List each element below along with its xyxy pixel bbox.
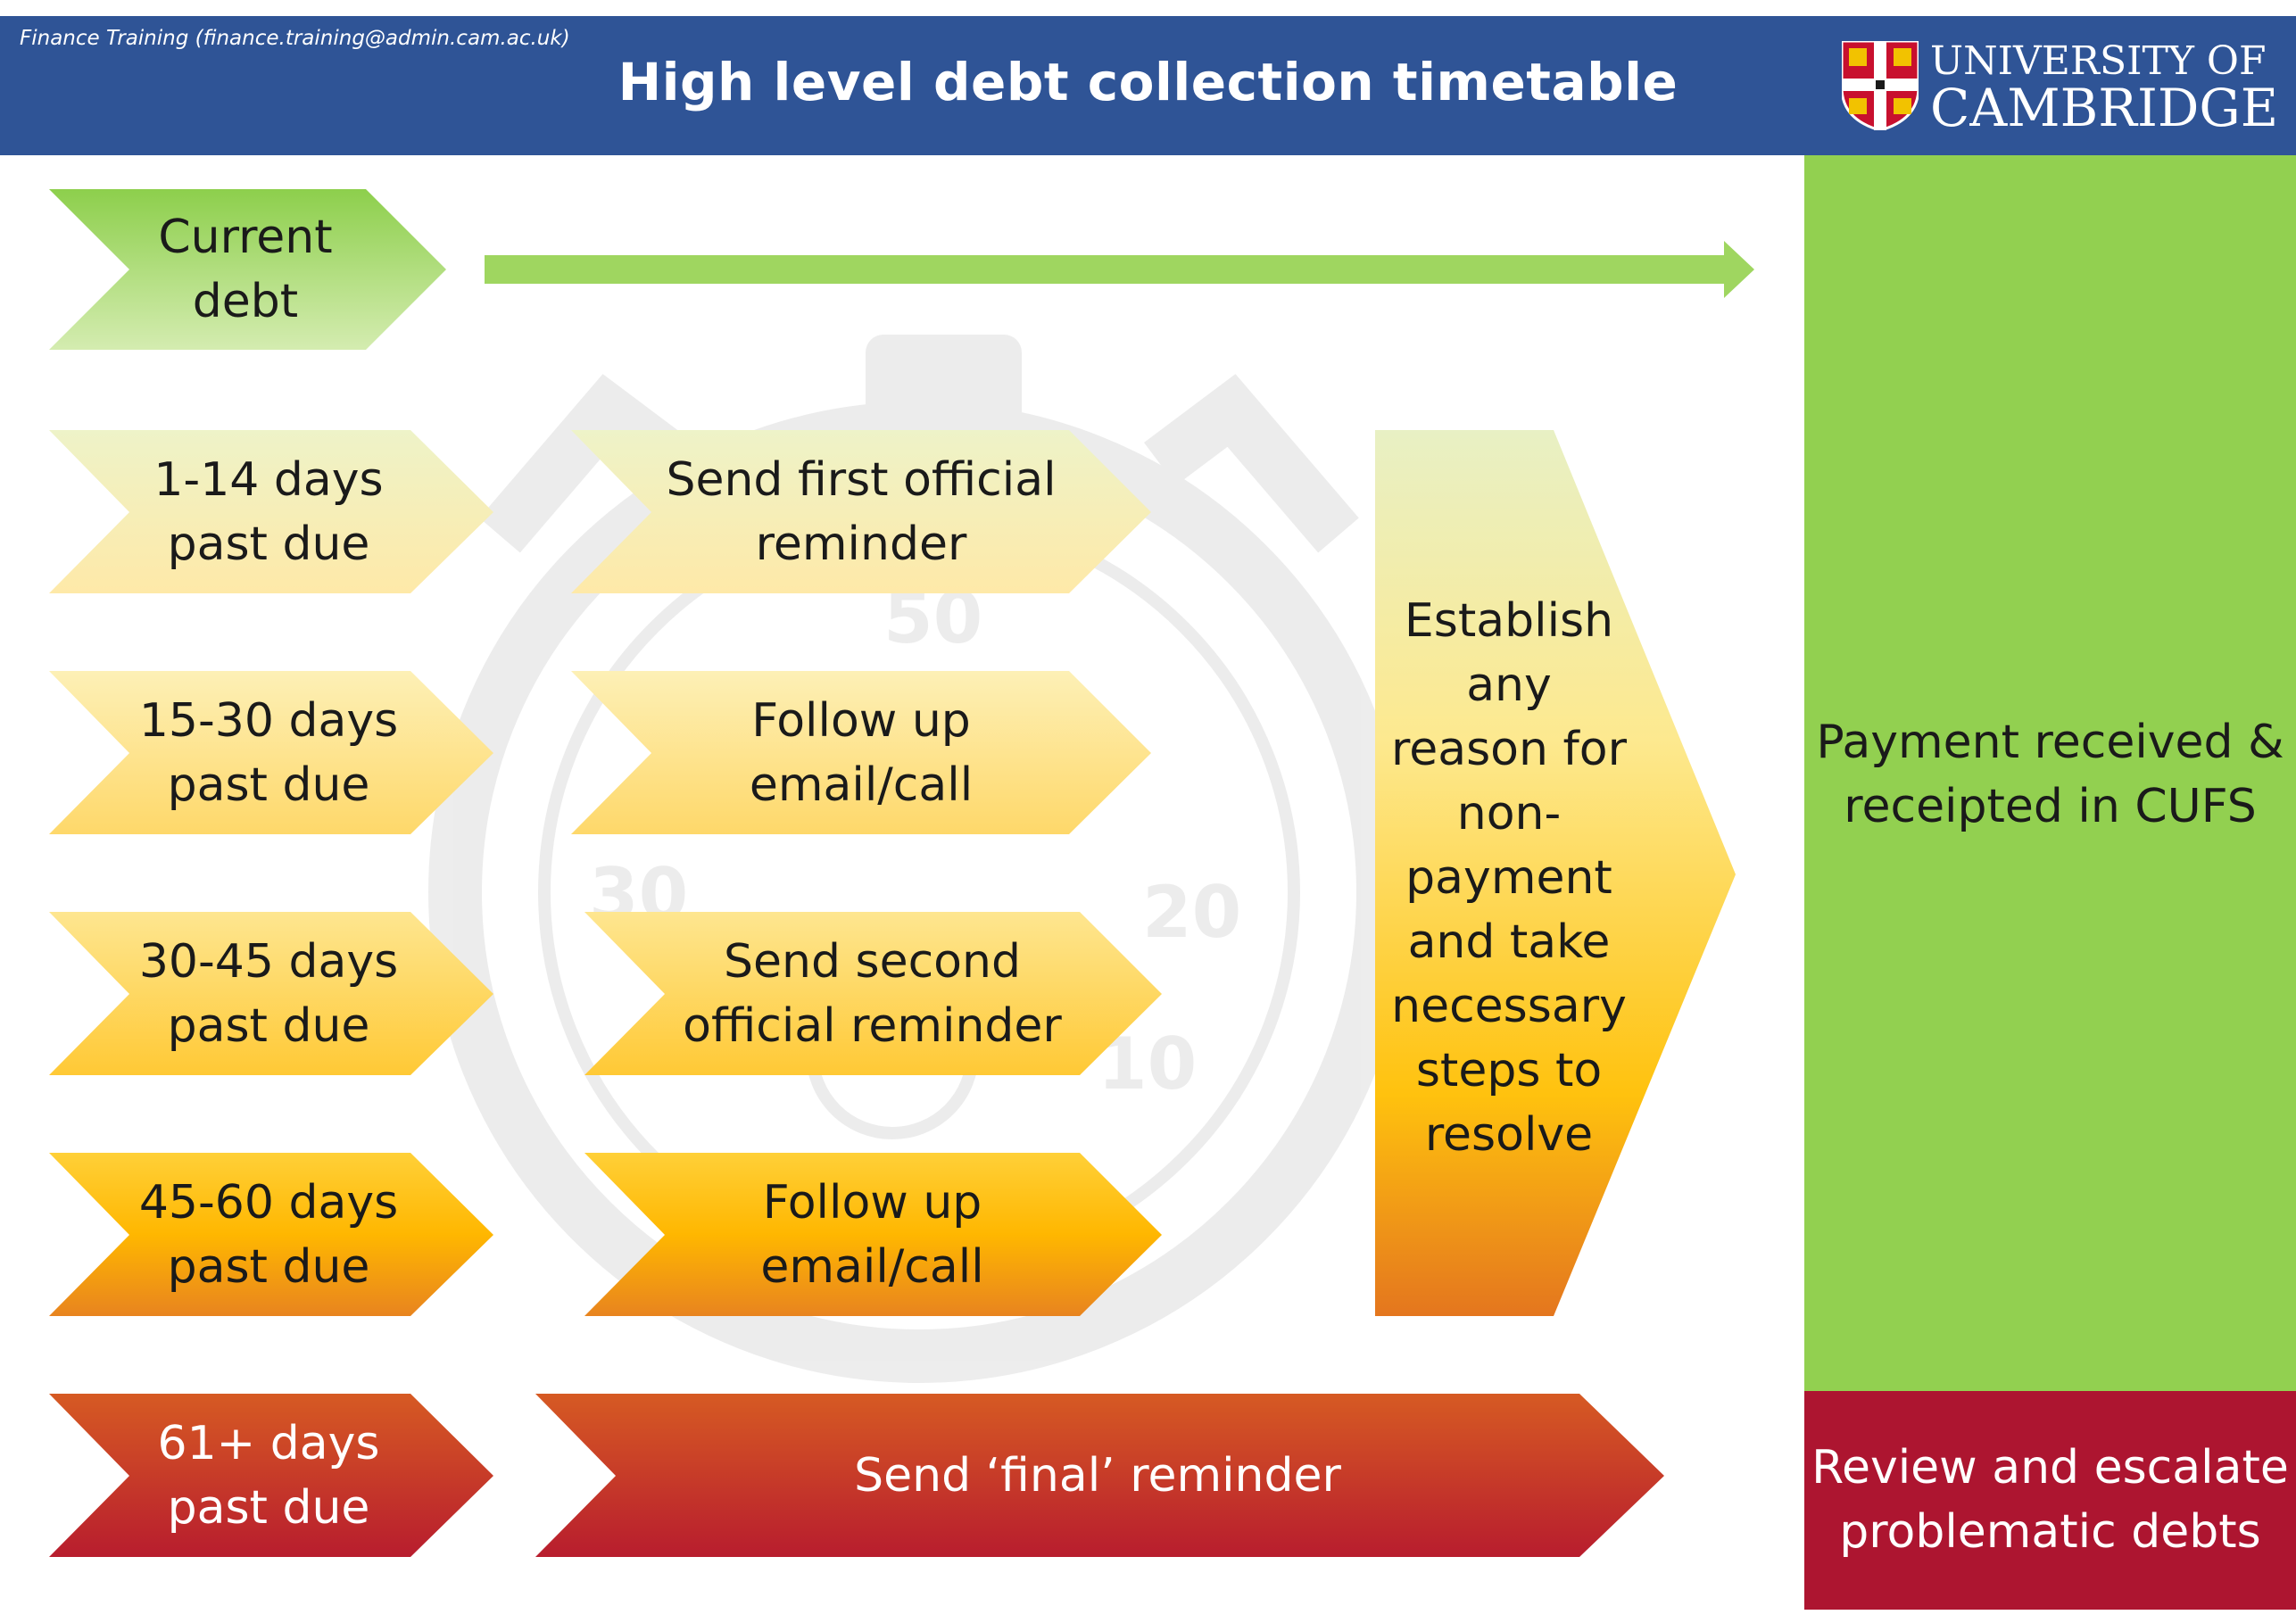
- university-logo: UNIVERSITY OF CAMBRIDGE: [1842, 38, 2279, 138]
- logo-line-2: CAMBRIDGE: [1930, 78, 2279, 138]
- stage-1-14-chevron: [49, 430, 493, 593]
- page-title: High level debt collection timetable: [618, 52, 1678, 112]
- contact-info: Finance Training (finance.training@admin…: [20, 27, 570, 50]
- timeline-arrow-icon: [485, 241, 1754, 298]
- action-second-reminder-chevron: [584, 912, 1162, 1075]
- stage-45-60-chevron: [49, 1153, 493, 1316]
- review-escalate-line-2: problematic debts: [1839, 1505, 2261, 1559]
- action-follow-up-2-chevron: [584, 1153, 1162, 1316]
- action-follow-up-1-chevron: [571, 671, 1151, 834]
- payment-received-line-2: receipted in CUFS: [1844, 780, 2257, 833]
- review-escalate-line-1: Review and escalate: [1811, 1441, 2289, 1495]
- svg-text:20: 20: [1142, 871, 1241, 954]
- action-final-reminder-label: Send ‘final’ reminder: [854, 1449, 1341, 1503]
- action-first-reminder-chevron: [571, 430, 1151, 593]
- establish-reason-arrow: [1375, 430, 1736, 1316]
- payment-received-panel: Payment received & receipted in CUFS: [1804, 155, 2296, 1391]
- stage-15-30-chevron: [49, 671, 493, 834]
- stage-61-plus-chevron: [49, 1394, 493, 1557]
- logo-line-1: UNIVERSITY OF: [1930, 38, 2267, 84]
- action-final-reminder-chevron: [535, 1394, 1664, 1557]
- establish-reason-label: Establish any reason for non- payment an…: [1391, 594, 1627, 1162]
- stage-current-debt-chevron: [49, 189, 446, 350]
- university-crest-icon: [1842, 41, 1919, 130]
- stage-30-45-chevron: [49, 912, 493, 1075]
- payment-received-line-1: Payment received &: [1816, 716, 2284, 769]
- review-escalate-panel: Review and escalate problematic debts: [1804, 1391, 2296, 1610]
